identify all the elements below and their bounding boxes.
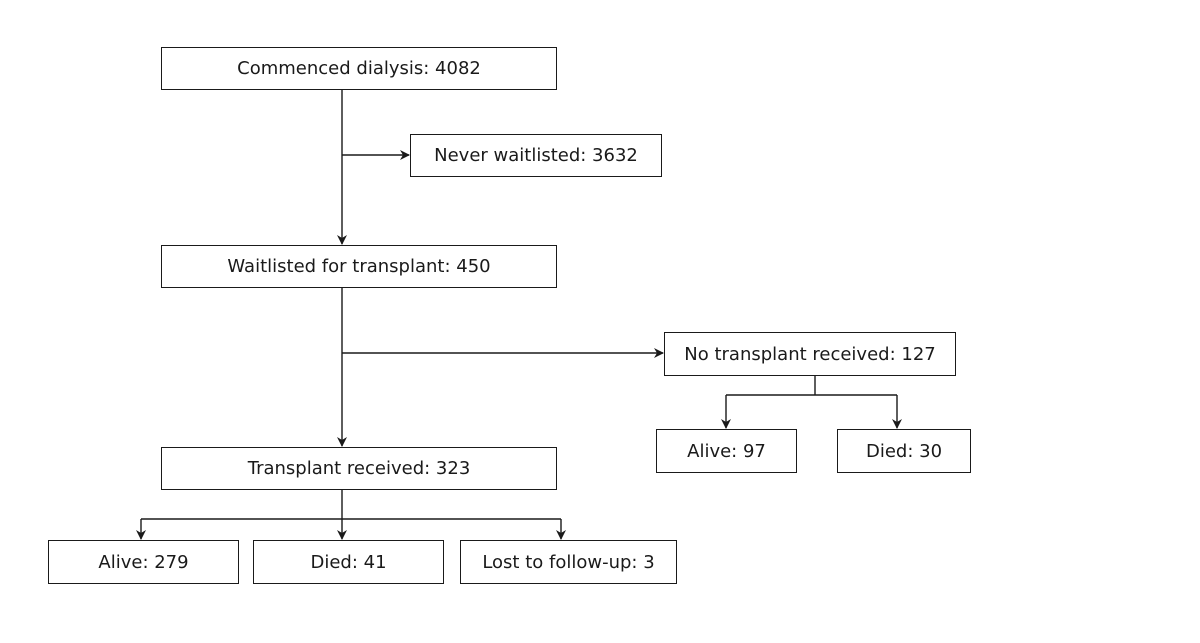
box-never-waitlisted: Never waitlisted: 3632 (410, 134, 662, 177)
box-transplant-died: Died: 41 (253, 540, 444, 584)
box-commenced-dialysis: Commenced dialysis: 4082 (161, 47, 557, 90)
box-waitlisted-for-transplant: Waitlisted for transplant: 450 (161, 245, 557, 288)
box-no-transplant-received: No transplant received: 127 (664, 332, 956, 376)
box-no-transplant-died: Died: 30 (837, 429, 971, 473)
box-no-transplant-alive: Alive: 97 (656, 429, 797, 473)
box-transplant-received: Transplant received: 323 (161, 447, 557, 490)
box-transplant-alive: Alive: 279 (48, 540, 239, 584)
box-lost-to-follow-up: Lost to follow-up: 3 (460, 540, 677, 584)
